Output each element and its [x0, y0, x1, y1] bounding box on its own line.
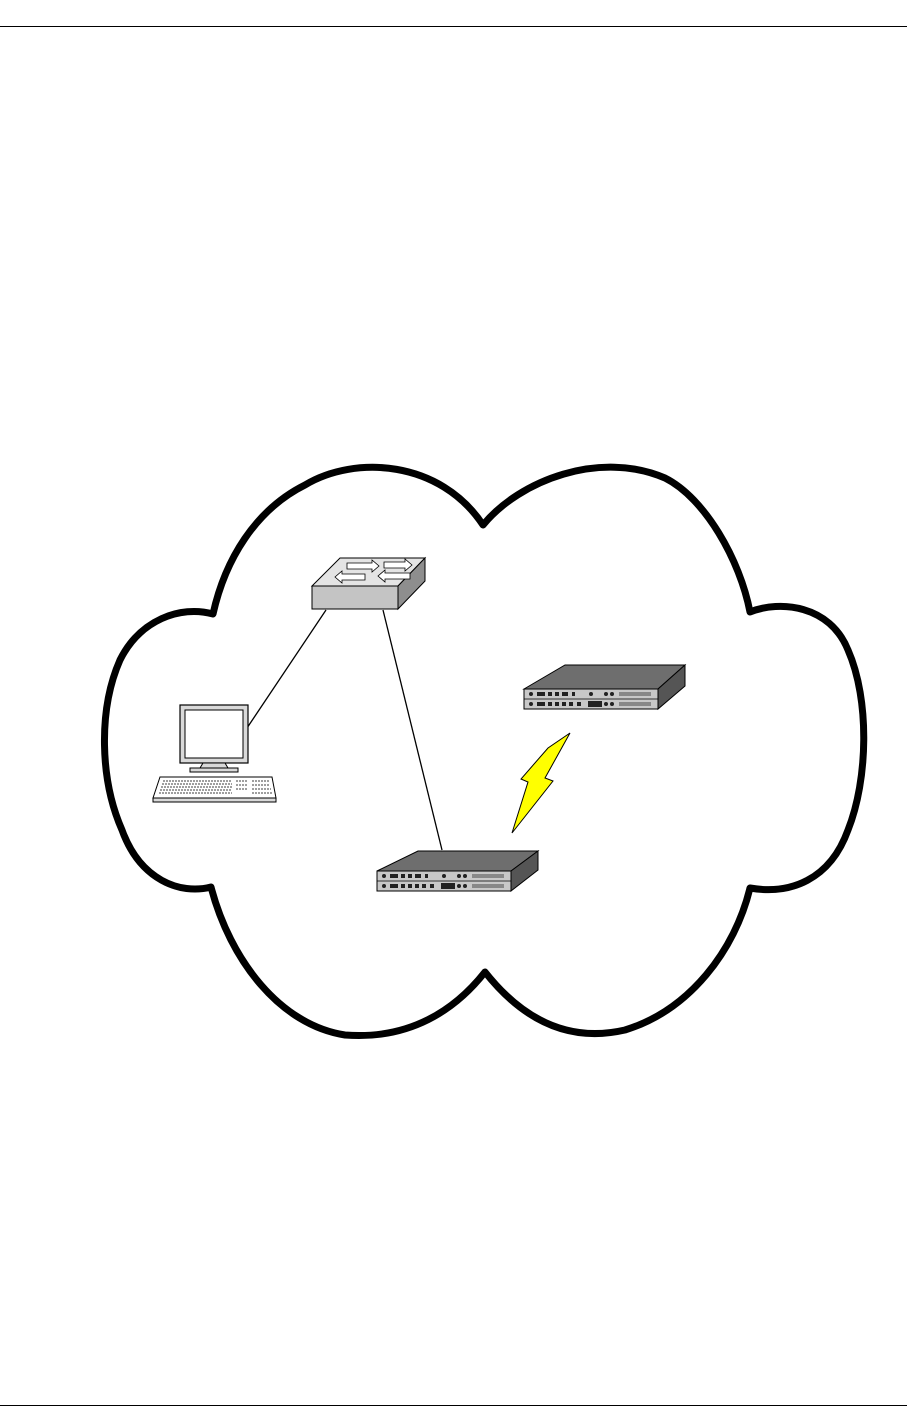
- rack-server-icon: [524, 665, 685, 709]
- footer-rule: [0, 1405, 907, 1406]
- rack-server-icon: [377, 851, 538, 891]
- desktop-computer-icon: [153, 705, 276, 802]
- lightning-bolt-icon: [512, 733, 570, 833]
- link-switch-server: [383, 610, 442, 850]
- link-switch-workstation: [247, 610, 326, 728]
- network-switch-icon: [312, 558, 425, 609]
